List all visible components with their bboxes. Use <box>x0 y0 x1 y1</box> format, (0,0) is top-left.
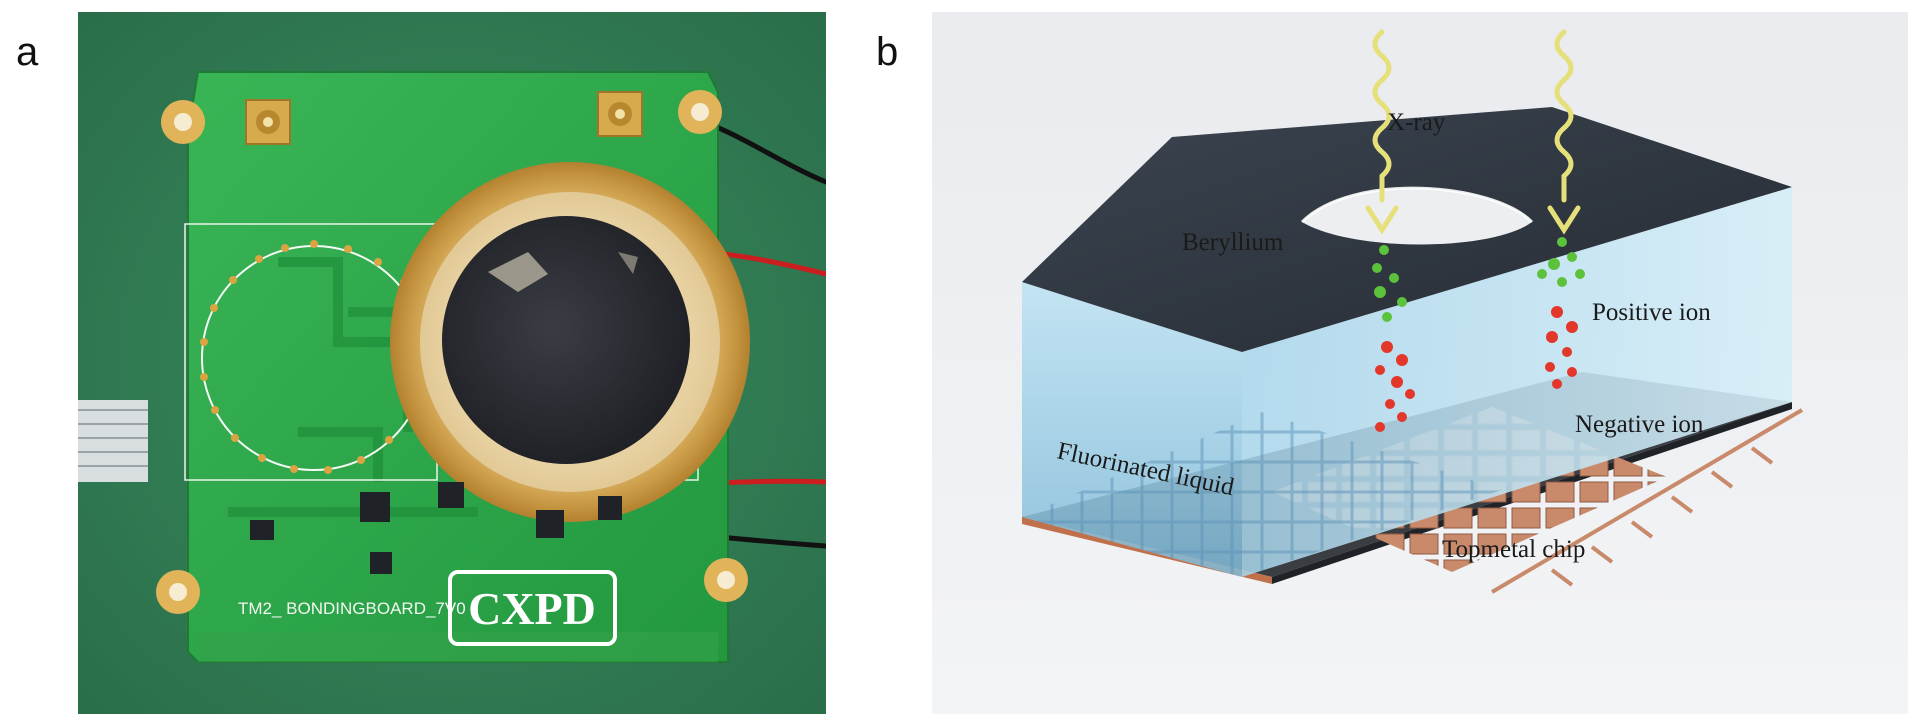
label-positive-ion: Positive ion <box>1592 299 1711 326</box>
chips <box>250 482 622 574</box>
liquid-grid <box>1022 412 1502 577</box>
pcb-photo: TM2_ BONDINGBOARD_7V0 CXPD <box>78 12 826 714</box>
label-topmetal-chip: Topmetal chip <box>1442 536 1585 563</box>
sma-connectors <box>245 91 643 145</box>
logo-frame <box>448 570 617 646</box>
cxpd-logo: CXPD <box>468 583 596 634</box>
positive-ions <box>1372 237 1585 322</box>
mounting-posts <box>156 90 748 614</box>
detector-rendering: X-ray Beryllium Positive ion Negative io… <box>932 12 1908 714</box>
beryllium-window <box>1022 107 1792 352</box>
detector-window <box>390 162 750 522</box>
ribbon-cable <box>78 400 148 482</box>
label-beryllium: Beryllium <box>1182 229 1284 256</box>
label-negative-ion: Negative ion <box>1575 411 1704 438</box>
chip-leads <box>1490 408 1804 594</box>
xray-beams <box>1365 29 1581 235</box>
panel-label-b: b <box>876 30 899 74</box>
negative-ions <box>1375 306 1578 432</box>
label-xray: X-ray <box>1387 109 1446 136</box>
panel-label-a: a <box>16 30 39 74</box>
board-silkscreen-label: TM2_ BONDINGBOARD_7V0 <box>238 599 466 618</box>
